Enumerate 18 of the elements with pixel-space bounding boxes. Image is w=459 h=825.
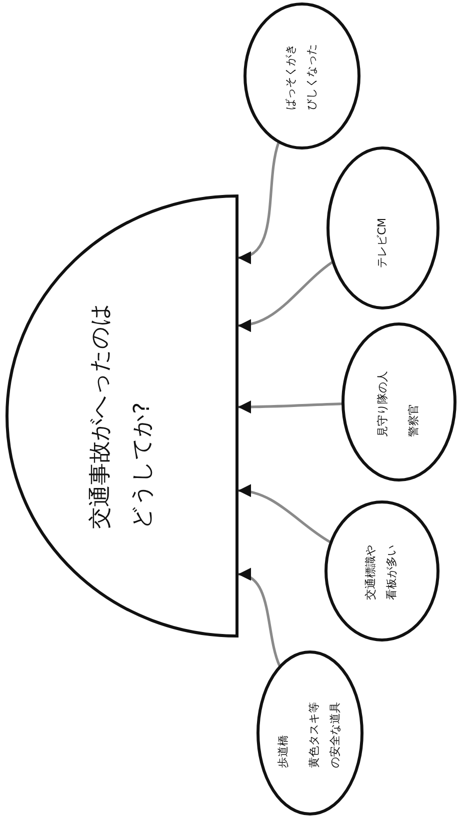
arrow	[238, 142, 280, 262]
bubble-text: 黄色タスキ等の安全な道具	[306, 701, 342, 768]
arrow	[238, 400, 342, 414]
idea-bubble	[243, 2, 361, 150]
idea-bubble	[324, 500, 440, 642]
arrow	[238, 570, 281, 666]
arrow	[238, 485, 331, 544]
question-text: 交通事故がへったのはどうしてか?	[87, 303, 156, 529]
arrow	[238, 261, 333, 331]
idea-bubble	[326, 146, 440, 310]
idea-bubble	[256, 650, 364, 816]
bubble-text: ばっそくがきびしくなった	[283, 43, 319, 110]
idea-bubble	[341, 322, 457, 482]
bubble-text: 交通標識や看板が多い	[363, 544, 399, 600]
bubble-text: テレビCM	[374, 216, 390, 268]
bubble-text: 警察官	[406, 403, 421, 437]
bubble-text: 見守り隊の人	[375, 370, 390, 437]
bubble-text: 歩道橋	[276, 734, 291, 768]
